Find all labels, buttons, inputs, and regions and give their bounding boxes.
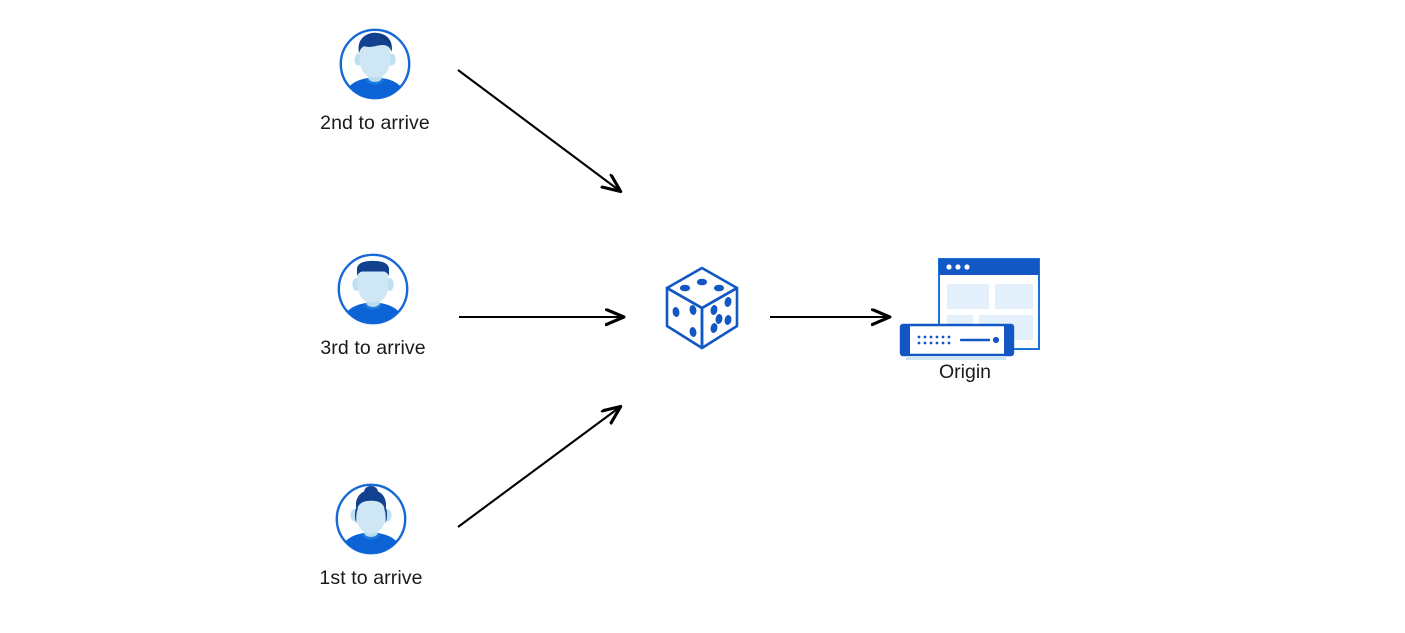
edge-2nd-to-dice bbox=[457, 69, 620, 191]
user-avatar-icon bbox=[337, 26, 413, 102]
dice-pips-top bbox=[679, 278, 725, 292]
node-origin[interactable]: Origin bbox=[885, 255, 1045, 384]
node-client-3rd[interactable]: 3rd to arrive bbox=[293, 251, 453, 360]
dice-pips-right bbox=[710, 297, 732, 333]
node-randomizer[interactable] bbox=[657, 262, 747, 352]
server-appliance-icon bbox=[899, 323, 1015, 360]
server-led-grid bbox=[917, 335, 951, 345]
node-client-2nd[interactable]: 2nd to arrive bbox=[295, 26, 455, 135]
node-client-1st[interactable]: 1st to arrive bbox=[291, 481, 451, 590]
origin-server-icon bbox=[895, 255, 1040, 360]
node-label-origin: Origin bbox=[938, 361, 992, 383]
node-label-client-1st: 1st to arrive bbox=[319, 567, 423, 589]
node-label-client-2nd: 2nd to arrive bbox=[320, 112, 430, 134]
node-label-client-3rd: 3rd to arrive bbox=[320, 337, 426, 359]
dice-pips-left bbox=[672, 305, 697, 337]
dice-icon bbox=[665, 266, 739, 350]
user-avatar-icon bbox=[335, 251, 411, 327]
edge-1st-to-dice bbox=[457, 407, 620, 528]
user-avatar-icon bbox=[333, 481, 409, 557]
